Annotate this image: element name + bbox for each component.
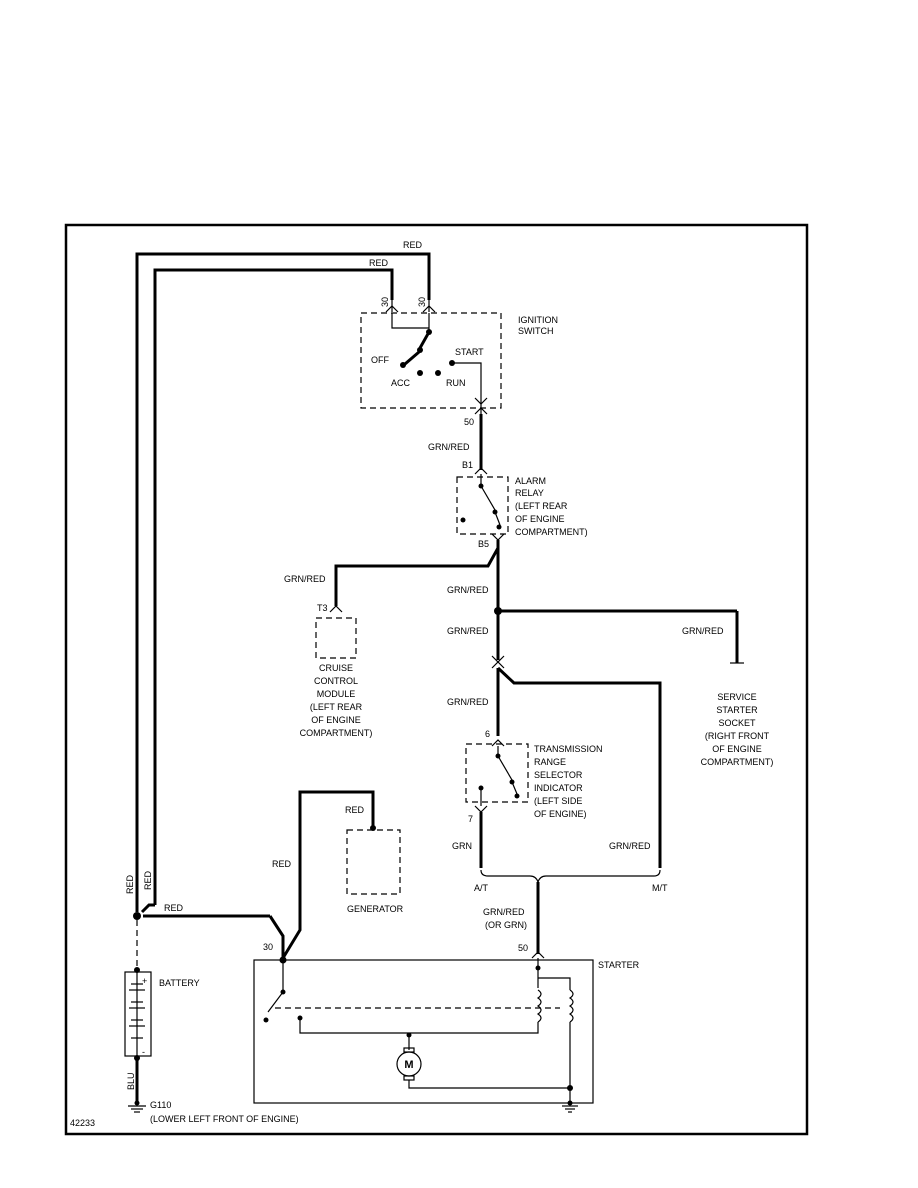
service-socket-label-1: SERVICE: [717, 692, 756, 702]
cruise-module-label-3: MODULE: [317, 689, 356, 699]
alarm-relay-label-1: ALARM: [515, 476, 546, 486]
service-socket-label-6: COMPARTMENT): [701, 757, 774, 767]
wire-label-grn-red-main: GRN/RED: [447, 585, 489, 595]
alarm-relay-label-5: COMPARTMENT): [515, 527, 588, 537]
ignition-pos-run: RUN: [446, 378, 466, 388]
battery: [124, 967, 152, 1113]
ignition-switch-label-1: IGNITION: [518, 315, 558, 325]
cruise-control-module: [315, 605, 357, 659]
transmission-branch-wires: [491, 655, 662, 868]
trs-label-3: SELECTOR: [534, 770, 583, 780]
alarm-relay-label-4: OF ENGINE: [515, 514, 565, 524]
alarm-relay: [456, 467, 509, 541]
cruise-module-label-4: (LEFT REAR: [310, 702, 363, 712]
service-socket-label-4: (RIGHT FRONT: [705, 731, 770, 741]
ignition-pos-start: START: [455, 347, 484, 357]
terminal-ign-30b: 30: [417, 297, 427, 307]
starter-label: STARTER: [598, 960, 640, 970]
terminal-ign-50: 50: [464, 417, 474, 427]
cruise-module-label-5: OF ENGINE: [311, 715, 361, 725]
service-socket-label-5: OF ENGINE: [712, 744, 762, 754]
battery-positive-wire: [133, 903, 285, 968]
wire-label-grn-red-service: GRN/RED: [682, 626, 724, 636]
terminal-cruise-t3: T3: [317, 603, 328, 613]
trs-label-4: INDICATOR: [534, 783, 583, 793]
transmission-range-selector: [465, 739, 529, 813]
ignition-pos-off: OFF: [371, 355, 389, 365]
wire-label-grn-red-cruise: GRN/RED: [284, 574, 326, 584]
ground-id: G110: [150, 1100, 171, 1110]
terminal-starter-30: 30: [263, 942, 273, 952]
ignition-switch-label-2: SWITCH: [518, 326, 554, 336]
wire-label-grn-red-trs: GRN/RED: [447, 697, 489, 707]
terminal-trs-6: 6: [485, 729, 490, 739]
wire-label-red-top: RED: [403, 240, 423, 250]
trs-label-2: RANGE: [534, 757, 566, 767]
battery-plus: +: [142, 976, 147, 986]
red-feed-wires: [135, 252, 436, 912]
alarm-relay-label-2: RELAY: [515, 488, 544, 498]
alarm-relay-label-3: (LEFT REAR: [515, 501, 568, 511]
terminal-starter-50: 50: [518, 943, 528, 953]
starter-motor-symbol: M: [404, 1059, 413, 1071]
wire-label-red-second: RED: [369, 258, 389, 268]
ignition-switch: [360, 312, 502, 415]
terminal-trs-7: 7: [468, 814, 473, 824]
wire-label-red-starter: RED: [272, 859, 292, 869]
wire-label-red-vert-2: RED: [143, 870, 153, 890]
battery-minus: -: [142, 1047, 145, 1057]
trs-label-1: TRANSMISSION: [534, 744, 603, 754]
service-socket-label-3: SOCKET: [718, 718, 756, 728]
trs-label-5: (LEFT SIDE: [534, 796, 582, 806]
branch-label-mt: M/T: [652, 883, 668, 893]
starter-feed-label-2: (OR GRN): [485, 920, 527, 930]
wire-label-red-gen: RED: [345, 805, 365, 815]
starter-feed-label-1: GRN/RED: [483, 907, 525, 917]
wire-label-red-battery: RED: [164, 903, 184, 913]
cruise-module-label-2: CONTROL: [314, 676, 358, 686]
terminal-ign-30a: 30: [380, 297, 390, 307]
ignition-pos-acc: ACC: [391, 378, 411, 388]
relay-output-wires: [334, 540, 744, 664]
branch-label-at: A/T: [474, 883, 489, 893]
wire-label-grn-red-ign: GRN/RED: [428, 442, 470, 452]
cruise-module-label-1: CRUISE: [319, 663, 353, 673]
generator: [281, 790, 401, 959]
cruise-module-label-6: COMPARTMENT): [300, 728, 373, 738]
wire-label-grn-red-below-node: GRN/RED: [447, 626, 489, 636]
generator-label: GENERATOR: [347, 904, 404, 914]
wire-label-grn-red-mt: GRN/RED: [609, 841, 651, 851]
battery-label: BATTERY: [159, 978, 200, 988]
wire-label-grn: GRN: [452, 841, 472, 851]
wire-label-blu: BLU: [126, 1072, 136, 1090]
terminal-relay-b1: B1: [462, 460, 473, 470]
starter: [253, 951, 594, 1113]
at-mt-wires: [479, 812, 661, 954]
wire-label-red-vert-1: RED: [125, 874, 135, 894]
diagram-frame: [64, 223, 809, 1136]
terminal-relay-b5: B5: [478, 539, 489, 549]
ground-location: (LOWER LEFT FRONT OF ENGINE): [150, 1114, 299, 1124]
trs-label-6: OF ENGINE): [534, 809, 587, 819]
diagram-id: 42233: [70, 1118, 95, 1128]
service-socket-label-2: STARTER: [716, 705, 758, 715]
